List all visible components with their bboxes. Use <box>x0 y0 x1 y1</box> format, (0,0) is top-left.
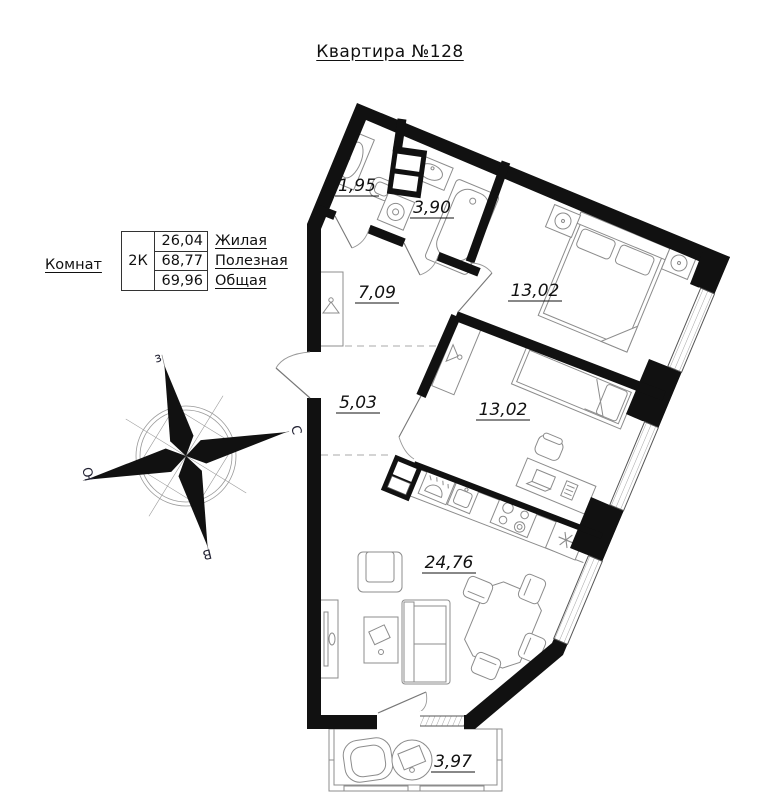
room-area-wc: 1,95 <box>338 176 376 196</box>
window <box>665 287 718 374</box>
balcony <box>328 728 503 792</box>
room-area-bedroom2: 13,02 <box>479 400 528 420</box>
hallway-wardrobe <box>319 271 344 347</box>
coffee-table <box>363 616 399 664</box>
compass-rose: з С Ю В <box>81 350 304 562</box>
nightstand-left <box>544 203 582 239</box>
sofa <box>401 599 451 685</box>
dining-chair <box>470 651 502 681</box>
compass-east-label: В <box>201 545 213 562</box>
room-area-bathroom: 3,90 <box>413 198 451 218</box>
area-total-value: 69,96 <box>155 270 207 290</box>
dining-chair <box>462 575 494 605</box>
washing-machine <box>376 191 416 231</box>
vent-shaft <box>386 146 428 199</box>
zone-divider-lines <box>321 345 448 456</box>
area-usable-value: 68,77 <box>155 250 207 271</box>
balcony-chair <box>342 737 394 783</box>
compass-south-label: Ю <box>81 465 99 482</box>
desk <box>515 457 597 515</box>
balcony-table <box>391 739 433 781</box>
window <box>420 711 464 730</box>
interior-walls <box>316 118 666 539</box>
balcony-door <box>377 691 428 730</box>
area-legend: Жилая Полезная Общая <box>215 231 288 291</box>
window <box>551 554 606 646</box>
double-bed <box>537 211 671 353</box>
window <box>608 421 662 512</box>
living-label: Жилая <box>215 233 267 249</box>
total-label: Общая <box>215 273 267 289</box>
room-area-hallway2: 5,03 <box>339 393 377 413</box>
room-area-hallway: 7,09 <box>358 283 396 303</box>
compass-west-label: з <box>153 350 164 366</box>
room-area-bedroom1: 13,02 <box>511 281 560 301</box>
armchair <box>357 551 403 593</box>
page-title: Квартира №128 <box>316 42 464 62</box>
dining-chair <box>517 573 547 605</box>
rooms-label: Комнат <box>45 257 102 273</box>
area-values-box: 2К 26,04 68,77 69,96 <box>121 231 208 291</box>
interior-doors <box>334 215 493 460</box>
room-area-living: 24,76 <box>425 553 474 573</box>
compass-north-label: С <box>287 424 304 436</box>
kitchen-sink <box>446 481 480 515</box>
entrance-door <box>275 351 323 399</box>
usable-label: Полезная <box>215 253 288 269</box>
single-bed <box>510 344 638 430</box>
stove <box>489 495 539 539</box>
room-area-balcony: 3,97 <box>434 752 472 772</box>
tv-stand <box>319 599 339 679</box>
kitchen-shaft <box>380 454 424 502</box>
desk-chair <box>534 432 564 461</box>
area-living-value: 26,04 <box>161 233 203 250</box>
flat-type: 2К <box>122 232 155 290</box>
